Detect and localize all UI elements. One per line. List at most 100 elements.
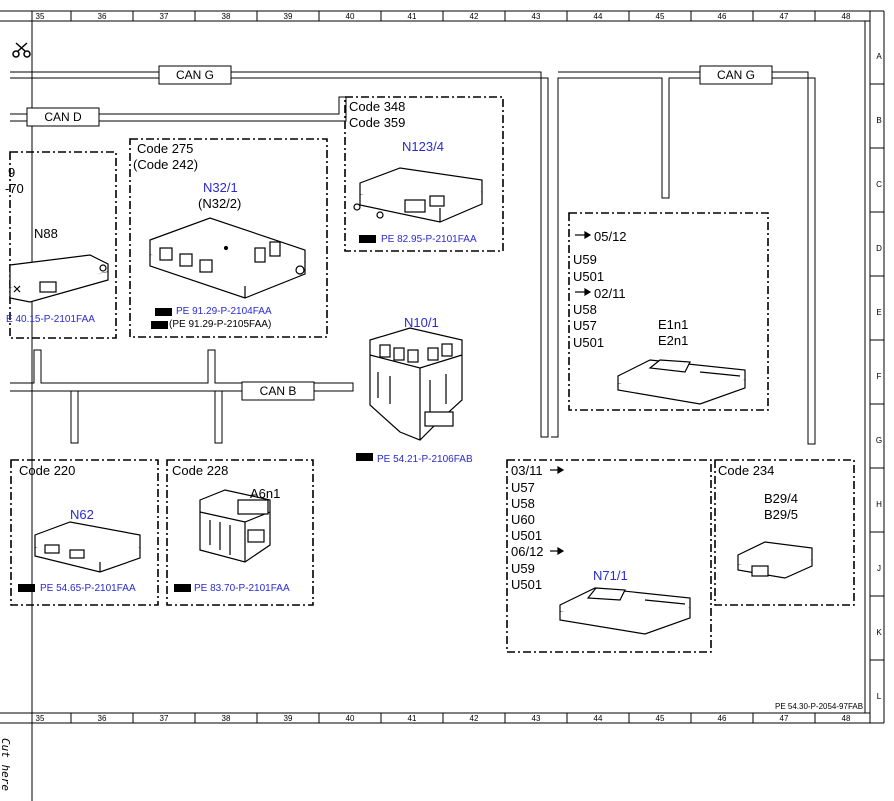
e1n1-module-drawing	[617, 359, 746, 405]
e1n1-label: E1n1	[658, 317, 689, 332]
row-label: A	[876, 52, 882, 61]
col-label: 42	[469, 714, 479, 723]
col-label: 40	[345, 12, 355, 21]
col-label: 35	[35, 714, 45, 723]
b29-4-label: B29/4	[764, 491, 798, 506]
e2n1-label: E2n1	[658, 333, 689, 348]
e1n1-list-item: U57	[573, 318, 597, 333]
n71-list-item: U59	[511, 561, 535, 576]
row-label: H	[876, 500, 882, 509]
b29-code: Code 234	[718, 463, 775, 478]
n71-list-item: U58	[511, 496, 535, 511]
col-label: 47	[779, 12, 789, 21]
col-label: 48	[841, 714, 851, 723]
col-label: 38	[221, 12, 231, 21]
col-label: 46	[717, 714, 727, 723]
hand-icons	[18, 235, 376, 592]
col-label: 40	[345, 714, 355, 723]
col-label: 37	[159, 714, 169, 723]
n123-ref-link[interactable]: PE 82.95-P-2101FAA	[381, 234, 477, 245]
n62-module-drawing	[34, 521, 141, 573]
n88-partial-text: 9	[8, 165, 16, 180]
col-label: 37	[159, 12, 169, 21]
n123-code: Code 359	[349, 115, 406, 130]
n32-code-alt: (Code 242)	[133, 157, 199, 172]
b29-sensor-drawing	[737, 541, 813, 579]
n32-code: Code 275	[137, 141, 194, 156]
bus-lines	[10, 71, 816, 445]
cut-here-text: Cut here	[0, 738, 12, 791]
n71-label: N71/1	[593, 568, 628, 583]
can-g-label-right: CAN G	[716, 68, 755, 82]
row-label: F	[876, 372, 882, 381]
col-label: 39	[283, 12, 293, 21]
n10-module-drawing	[369, 327, 463, 441]
col-label: 48	[841, 12, 851, 21]
n123-module-drawing	[353, 167, 483, 223]
col-label: 45	[655, 12, 665, 21]
e1n1-list-item: U58	[573, 302, 597, 317]
col-label: 47	[779, 714, 789, 723]
n71-list-item: 06/12	[511, 544, 544, 559]
row-label: G	[875, 436, 883, 445]
e1n1-list-item: U501	[573, 269, 605, 284]
a6n1-code: Code 228	[172, 463, 229, 478]
b29-5-label: B29/5	[764, 507, 798, 522]
n88-partial-text: -70	[5, 181, 24, 196]
n32-label-alt: (N32/2)	[198, 196, 242, 211]
n10-ref-link[interactable]: PE 54.21-P-2106FAB	[377, 454, 473, 465]
a6n1-label: A6n1	[250, 486, 281, 501]
n62-ref-link[interactable]: PE 54.65-P-2101FAA	[40, 583, 136, 594]
n62-label: N62	[70, 507, 94, 522]
row-label: E	[876, 308, 882, 317]
col-label: 44	[593, 714, 603, 723]
row-label: J	[877, 564, 881, 573]
row-label: D	[876, 244, 882, 253]
row-label: K	[876, 628, 882, 637]
n88-module-drawing	[9, 254, 109, 303]
e1n1-list-item: U59	[573, 252, 597, 267]
can-d-label: CAN D	[44, 110, 82, 124]
col-label: 39	[283, 714, 293, 723]
n32-ref-link[interactable]: PE 91.29-P-2104FAA	[176, 306, 272, 317]
row-label: L	[876, 692, 882, 701]
col-label: 42	[469, 12, 479, 21]
n32-ref-link-alt[interactable]: (PE 91.29-P-2105FAA)	[169, 319, 272, 330]
n88-ref-link[interactable]: E 40.15-P-2101FAA	[6, 314, 95, 325]
n71-list-item: U501	[511, 528, 543, 543]
n71-list-item: U60	[511, 512, 535, 527]
n71-module-drawing	[559, 587, 691, 635]
can-g-label-left: CAN G	[175, 68, 214, 82]
col-label: 36	[97, 12, 107, 21]
n71-list-item: U501	[511, 577, 543, 592]
n32-label: N32/1	[203, 180, 238, 195]
col-label: 41	[407, 714, 417, 723]
row-ticks	[870, 83, 884, 661]
a6n1-ref-link[interactable]: PE 83.70-P-2101FAA	[194, 583, 290, 594]
col-label: 36	[97, 714, 107, 723]
n32-module-drawing	[149, 217, 306, 299]
col-label: 45	[655, 714, 665, 723]
col-label: 43	[531, 714, 541, 723]
n88-label: N88	[34, 226, 58, 241]
n71-list-item: U57	[511, 480, 535, 495]
scissors-icon	[12, 42, 31, 58]
n123-label: N123/4	[402, 139, 444, 154]
col-label: 41	[407, 12, 417, 21]
col-label: 38	[221, 714, 231, 723]
arrow-icons	[550, 230, 592, 556]
n10-label: N10/1	[404, 315, 439, 330]
col-label: 46	[717, 12, 727, 21]
a6n1-module-drawing	[199, 489, 271, 563]
document-reference: PE 54.30-P-2054-97FAB	[775, 702, 864, 711]
can-b-label: CAN B	[259, 384, 297, 398]
e1n1-list-item: U501	[573, 335, 605, 350]
e1n1-list-item: 02/11	[594, 286, 626, 301]
col-label: 43	[531, 12, 541, 21]
row-label: B	[876, 116, 882, 125]
col-label: 44	[593, 12, 603, 21]
n123-code: Code 348	[349, 99, 406, 114]
column-ticks	[70, 11, 816, 723]
